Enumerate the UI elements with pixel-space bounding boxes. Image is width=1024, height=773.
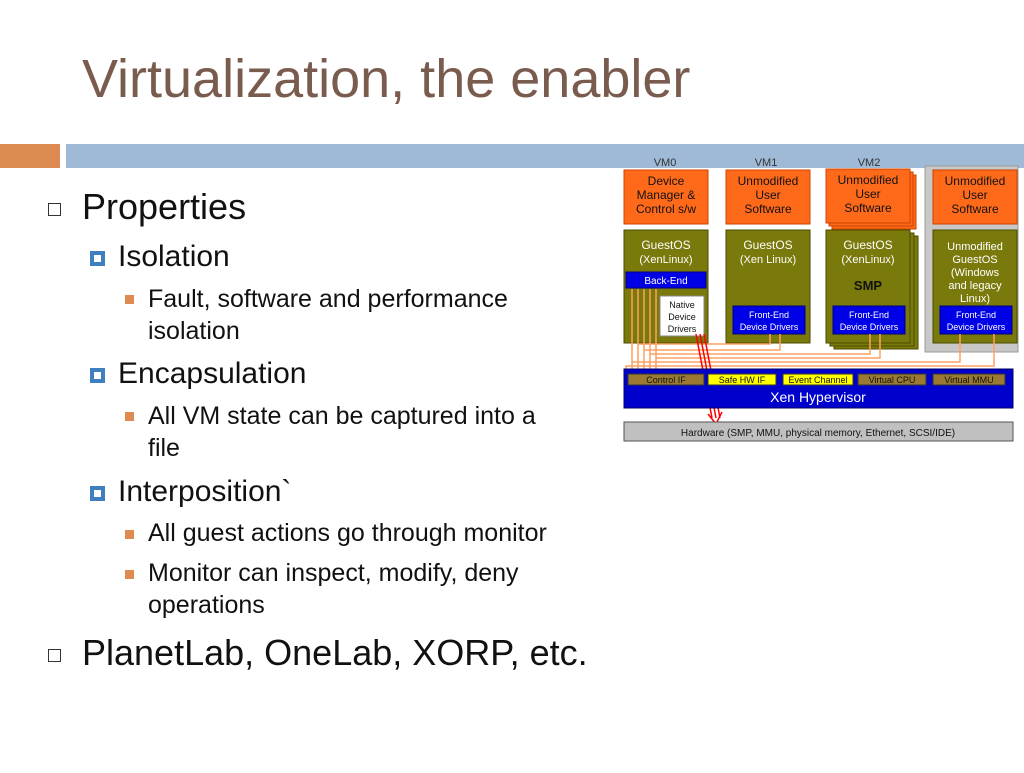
bullet-encapsulation-detail: All VM state can be captured into a — [148, 402, 536, 430]
vm2-frontend-text: Front-End — [849, 310, 889, 320]
vm2-frontend-text: Device Drivers — [840, 322, 899, 332]
vm2-guestos-text: (XenLinux) — [841, 254, 894, 266]
vm1-app-box — [725, 169, 811, 225]
vm1-app-text: Software — [744, 202, 792, 216]
virtual-cpu-box — [857, 373, 927, 386]
vm0-app-box — [623, 169, 709, 225]
vm0-label: VM0 — [654, 157, 677, 169]
bullet-interposition-detail-b: Monitor can inspect, modify, deny — [148, 559, 519, 587]
native-drivers-text: Native — [669, 300, 695, 310]
vm0-app-text: Control s/w — [636, 202, 696, 216]
square-bullet-icon — [90, 251, 105, 266]
vm3-frontend-text: Front-End — [956, 310, 996, 320]
vm0-guestos-text: GuestOS — [641, 238, 690, 252]
vm3-guestos-text: GuestOS — [952, 254, 997, 266]
virtual-mmu-box — [932, 373, 1006, 386]
bullet-planetlab: PlanetLab, OneLab, XORP, etc. — [82, 632, 588, 673]
arrow-line — [656, 334, 881, 359]
hypervisor-label: Xen Hypervisor — [770, 389, 866, 405]
bullet-isolation-detail: Fault, software and performance — [148, 285, 508, 313]
backend-label: Back-End — [644, 276, 687, 287]
vm1-frontend-box — [732, 305, 806, 335]
vm2-label: VM2 — [858, 157, 881, 169]
vm1-label: VM1 — [755, 157, 778, 169]
square-bullet-icon — [125, 295, 134, 304]
square-bullet-icon — [90, 486, 105, 501]
square-bullet-icon — [125, 570, 134, 579]
bullet-interposition-detail-a: All guest actions go through monitor — [148, 519, 547, 547]
vm1-frontend-text: Device Drivers — [740, 322, 799, 332]
bullet-interposition-detail-b-cont: operations — [148, 591, 265, 619]
native-drivers-box — [659, 295, 705, 337]
square-bullet-icon — [125, 412, 134, 421]
vm3-guestos-text: (Windows — [951, 267, 1000, 279]
square-bullet-icon — [48, 649, 61, 662]
backend-box — [625, 271, 707, 289]
title-divider-bar — [66, 144, 1024, 168]
bullet-interposition: Interposition` — [118, 475, 292, 508]
control-if-label: Control IF — [646, 375, 686, 385]
hardware-label: Hardware (SMP, MMU, physical memory, Eth… — [681, 428, 955, 439]
control-if-box — [627, 373, 705, 386]
square-bullet-icon — [48, 203, 61, 216]
native-drivers-text: Drivers — [668, 324, 697, 334]
vm3-app-text: User — [962, 188, 987, 202]
event-channel-label: Event Channel — [788, 375, 847, 385]
arrow-line — [638, 334, 771, 345]
vm1-frontend-text: Front-End — [749, 310, 789, 320]
smp-label: SMP — [854, 278, 883, 293]
event-channel-box — [782, 373, 854, 386]
title-accent-bar — [0, 144, 60, 168]
safe-hw-if-box — [707, 373, 777, 386]
vm2-frontend-box — [832, 305, 906, 335]
vm2-app-text: Software — [844, 201, 892, 215]
square-bullet-icon — [90, 368, 105, 383]
vm0-app-text: Manager & — [637, 188, 696, 202]
bullet-isolation-detail-cont: isolation — [148, 317, 240, 345]
vm0-app-text: Device — [648, 174, 685, 188]
vm2-app-box — [825, 168, 911, 224]
vm3-frontend-text: Device Drivers — [947, 322, 1006, 332]
virtual-mmu-label: Virtual MMU — [944, 375, 993, 385]
square-bullet-icon — [125, 530, 134, 539]
slide-title: Virtualization, the enabler — [82, 49, 691, 109]
vm3-guestos-text: Linux) — [960, 293, 990, 305]
vm3-app-text: Unmodified — [945, 174, 1006, 188]
vm1-app-text: User — [755, 188, 780, 202]
vm3-guestos-text: and legacy — [948, 280, 1002, 292]
hardware-box — [623, 421, 1014, 442]
arrow-line — [650, 334, 871, 355]
vm1-guestos-text: GuestOS — [743, 238, 792, 252]
virtual-cpu-label: Virtual CPU — [869, 375, 916, 385]
vm3-app-box — [932, 169, 1018, 225]
vm1-app-text: Unmodified — [738, 174, 799, 188]
vm3-guestos-text: Unmodified — [947, 241, 1003, 253]
vm1-guestos-text: (Xen Linux) — [740, 254, 796, 266]
vm2-app-text: User — [855, 187, 880, 201]
vm2-app-text: Unmodified — [838, 173, 899, 187]
vm2-guestos-text: GuestOS — [843, 238, 892, 252]
arrow-line — [632, 334, 961, 363]
native-drivers-text: Device — [668, 312, 696, 322]
safe-hw-if-label: Safe HW IF — [719, 375, 766, 385]
bullet-encapsulation: Encapsulation — [118, 357, 307, 390]
bullet-isolation: Isolation — [118, 240, 230, 273]
vm3-frontend-box — [939, 305, 1013, 335]
bullet-properties: Properties — [82, 186, 247, 227]
vm0-guestos-text: (XenLinux) — [639, 254, 692, 266]
arrow-line — [644, 334, 781, 351]
vm3-app-text: Software — [951, 202, 999, 216]
bullet-encapsulation-detail-cont: file — [148, 434, 180, 462]
